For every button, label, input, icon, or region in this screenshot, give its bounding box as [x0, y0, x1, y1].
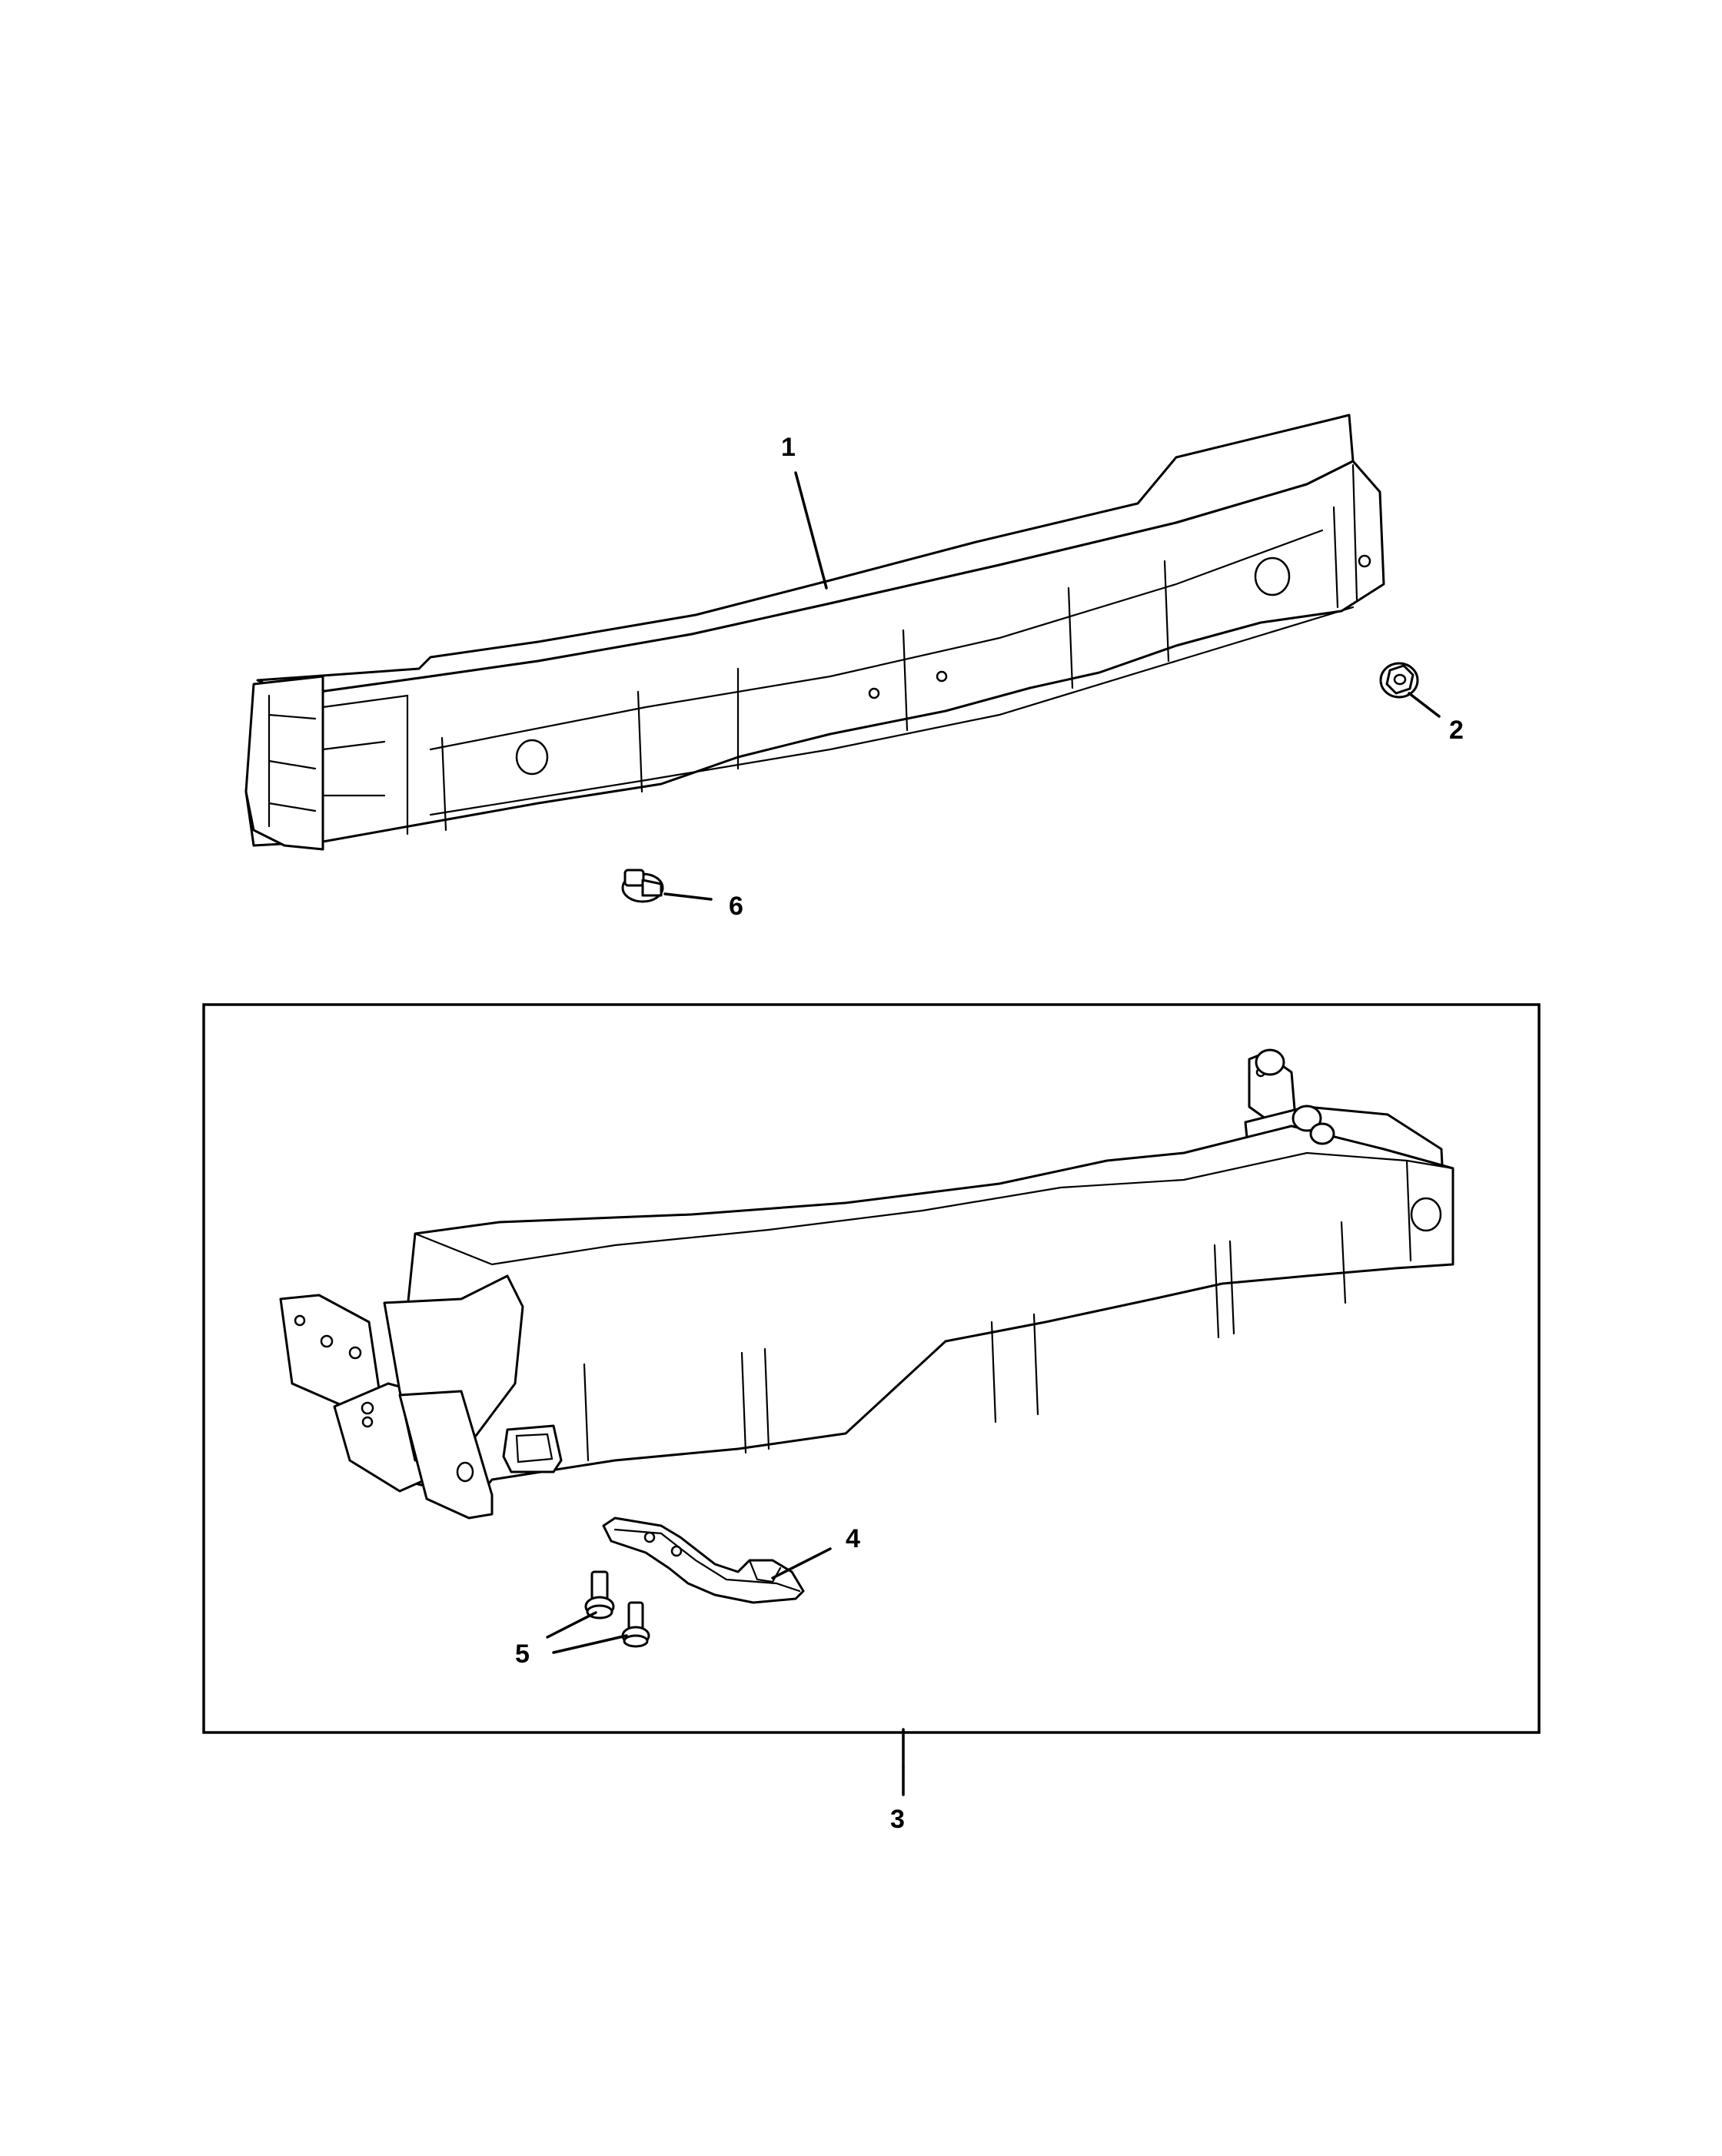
- leader-5b: [552, 1634, 628, 1654]
- flange-bolt-6: [621, 869, 664, 903]
- leader-1: [794, 471, 828, 590]
- hitch-receiver: [279, 1048, 1454, 1520]
- callout-2: 2: [1449, 716, 1464, 745]
- leader-lines: [546, 471, 1441, 1796]
- callout-3: 3: [890, 1805, 905, 1834]
- callout-6: 6: [729, 892, 743, 921]
- callout-4: 4: [846, 1524, 860, 1553]
- tow-hook-4: [602, 1517, 805, 1604]
- bumper-beam: [244, 414, 1385, 851]
- leader-2: [1408, 692, 1441, 718]
- flange-nut-2: [1379, 662, 1419, 699]
- leader-6: [663, 892, 713, 901]
- hook-bolts-5: [584, 1570, 650, 1648]
- kit-frame: [202, 1003, 1541, 1734]
- leader-4: [771, 1547, 832, 1580]
- callout-5: 5: [515, 1639, 530, 1669]
- leader-5a: [546, 1611, 597, 1639]
- callout-1: 1: [781, 433, 796, 462]
